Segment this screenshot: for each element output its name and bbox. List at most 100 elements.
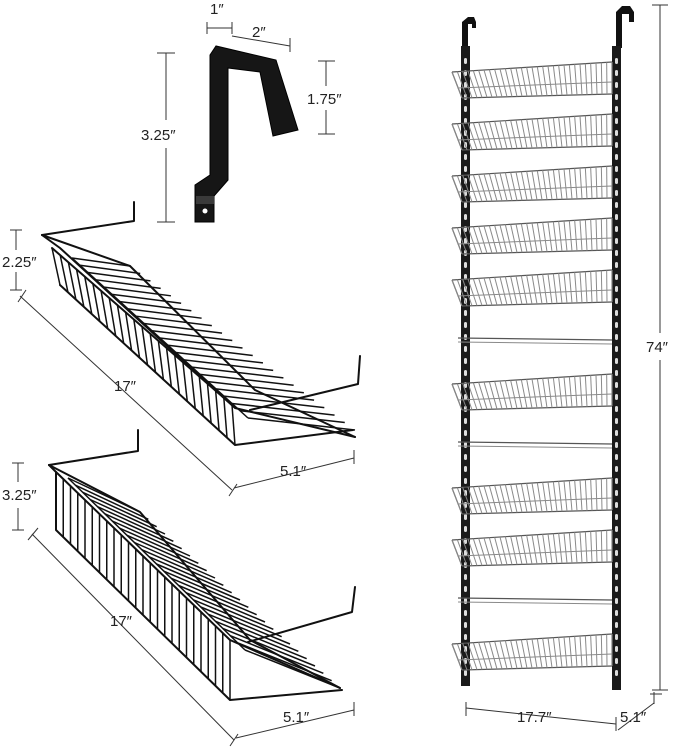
rack-basket-wire <box>478 538 488 566</box>
rack-basket-wire <box>483 641 493 670</box>
strap-hole <box>615 70 618 76</box>
strap-hole <box>615 490 618 496</box>
rack-basket-wire <box>531 66 538 97</box>
rack-basket-wire <box>456 71 468 99</box>
rack-basket-wire <box>526 67 533 97</box>
rack-basket-wire <box>457 549 613 557</box>
rack-basket-wire <box>600 166 603 199</box>
strap-hole <box>615 658 618 664</box>
basket-floor-wire <box>229 634 324 675</box>
basket2-depth-dimension: 5.1″ <box>235 702 355 739</box>
rack-basket-wire <box>547 65 553 96</box>
rack-basket-wire <box>563 116 568 148</box>
basket-floor-wire <box>178 584 266 623</box>
rack-basket-wire <box>478 226 488 254</box>
basket-floor-wire <box>163 570 249 609</box>
rack-basket-wire <box>531 638 538 669</box>
basket-wire <box>133 319 141 358</box>
rack-basket-wire <box>510 536 518 565</box>
rack-basket-wire <box>488 381 498 410</box>
rack-basket-wire <box>568 480 573 512</box>
basket-floor-wire <box>215 620 307 660</box>
rack-basket-wire <box>515 171 523 201</box>
hook-depth-label: 1″ <box>210 1 224 18</box>
strap-hole <box>615 562 618 568</box>
strap-hole <box>464 118 467 124</box>
rack-basket-wire <box>552 169 558 200</box>
rack-basket-wire <box>568 532 573 564</box>
basket-wire <box>83 276 93 315</box>
basket-wire <box>51 247 61 286</box>
rack-basket-wire <box>483 485 493 514</box>
rack-basket-wire <box>526 119 533 149</box>
strap-hole <box>615 550 618 556</box>
basket-floor-wire <box>67 477 141 513</box>
rack-basket-wire <box>547 221 553 252</box>
strap-hole <box>615 214 618 220</box>
rack-basket-wire <box>536 118 543 148</box>
rack-basket-wire <box>600 270 603 303</box>
rack-basket-wire <box>595 374 598 407</box>
basket-floor-wire <box>119 300 192 312</box>
strap-hole <box>615 370 618 376</box>
rack-basket-wire <box>515 119 523 149</box>
rack-basket-wire <box>600 374 603 407</box>
rack-basket-wire <box>457 133 613 141</box>
rack-basket-wire <box>478 174 488 202</box>
rack-basket-wire <box>552 221 558 252</box>
strap-hole <box>464 454 467 460</box>
rack-basket-wire <box>504 484 513 513</box>
strap-hole <box>464 262 467 268</box>
rack-basket-wire <box>579 167 583 199</box>
rack-basket-wire <box>584 167 588 199</box>
strap-hole <box>615 298 618 304</box>
rack-basket-wire <box>600 634 603 667</box>
rack-basket-wire <box>568 636 573 668</box>
rack-basket-wire <box>531 378 538 409</box>
rack-basket-wire <box>488 121 498 150</box>
rack-basket-wire <box>584 115 588 147</box>
rack-basket-wire <box>531 482 538 513</box>
rack-basket-wire <box>590 479 593 511</box>
rack-basket-wire <box>574 168 578 199</box>
rack-basket-wire <box>515 639 523 669</box>
basket-floor-wire <box>97 505 174 543</box>
rack-basket-wire <box>542 482 548 512</box>
rack-basket-wire <box>499 68 508 97</box>
rack-basket-wire <box>478 382 488 410</box>
basket-wire <box>165 347 173 387</box>
rack-basket-wire <box>542 222 548 252</box>
rack-basket-wire <box>457 81 613 89</box>
strap-hole <box>464 526 467 532</box>
rack-rail <box>457 337 613 341</box>
rack-basket-wire <box>510 640 518 669</box>
door-hook <box>194 45 299 223</box>
basket2-depth-label: 5.1″ <box>283 709 310 726</box>
rack-basket-wire <box>483 537 493 566</box>
rack-basket-wire <box>590 167 593 199</box>
rack-basket-wire <box>467 538 478 566</box>
strap-hole <box>615 346 618 352</box>
rack-basket-wire <box>563 168 568 200</box>
rack-basket-wire <box>526 379 533 409</box>
basket-wire <box>198 376 204 416</box>
basket-wire <box>149 333 157 373</box>
rack-basket-wire <box>472 122 483 150</box>
strap-hole <box>464 670 467 676</box>
strap-hole <box>615 514 618 520</box>
basket-floor-wire <box>151 329 233 342</box>
rack-basket-wire <box>504 380 513 409</box>
strap-hole <box>615 598 618 604</box>
rack-shelves <box>451 61 613 671</box>
strap-hole <box>464 82 467 88</box>
strap-hole <box>464 358 467 364</box>
strap-hole <box>464 370 467 376</box>
rack-height-dimension: 74″ <box>646 4 669 691</box>
strap-hole <box>615 670 618 676</box>
rack-basket-wire <box>600 478 603 511</box>
rack-basket-wire <box>510 68 518 97</box>
rack-basket-wire <box>510 172 518 201</box>
rack-basket-wire <box>472 642 483 670</box>
basket-floor-wire <box>231 402 335 416</box>
strap-hole <box>464 466 467 472</box>
